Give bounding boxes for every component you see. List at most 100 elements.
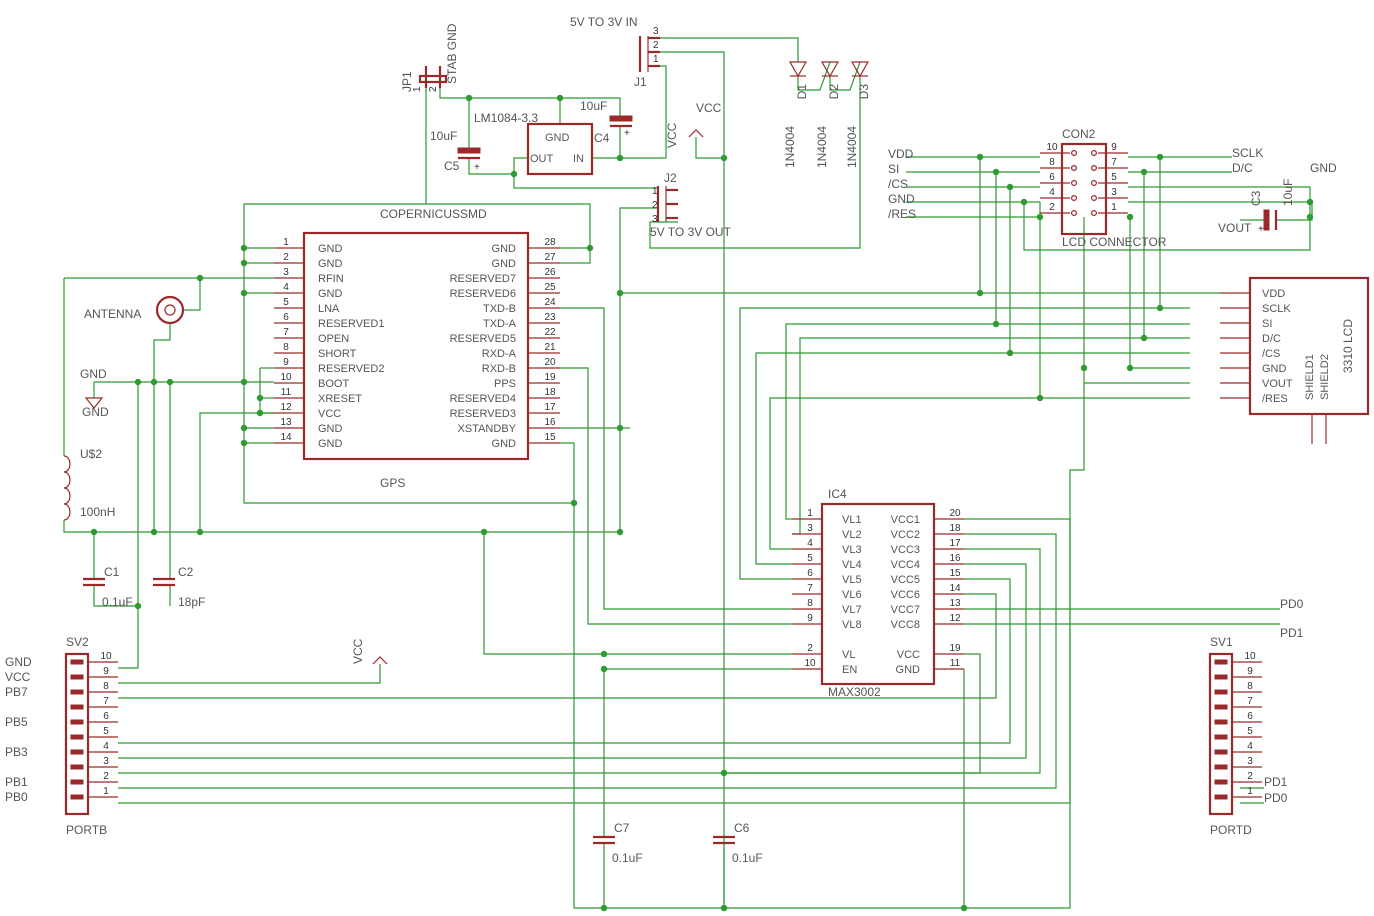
ic4-pin-name: VL6: [842, 589, 862, 601]
vcc-arrow-icon: [372, 656, 388, 665]
ic4-pin-name: GND: [896, 664, 921, 676]
ic4-pin-name: VL1: [842, 514, 862, 526]
wire: [118, 593, 997, 699]
jp1-body: [418, 74, 448, 84]
gps-pin-number: 2: [283, 252, 289, 263]
j2-pin-number: 3: [652, 214, 658, 225]
c5-name: C5: [444, 159, 460, 173]
junction-dot: [196, 274, 204, 282]
sv1-pin-number: 9: [1247, 666, 1253, 677]
c3-plate: [1263, 209, 1270, 231]
junction-dot: [976, 289, 984, 297]
gps-pin-number: 5: [283, 297, 289, 308]
diode-name: D2: [827, 84, 841, 100]
gps-pin-name: VCC: [318, 408, 341, 420]
junction-dot: [166, 378, 174, 386]
junction-dot: [240, 439, 248, 447]
regulator-gnd: GND: [545, 132, 570, 144]
sv2-pin-number: 4: [103, 741, 109, 752]
sv2-pin-contact: [70, 674, 84, 680]
jp1-label: STAB GND: [445, 23, 459, 84]
sv1-pin-number: 2: [1247, 771, 1253, 782]
inductor-name: U$2: [80, 447, 102, 461]
junction-dot: [992, 168, 1000, 176]
sv1-pin-number: 1: [1247, 786, 1253, 797]
wire: [118, 563, 1027, 759]
junction-dot: [976, 153, 984, 161]
c5-plate: [457, 147, 481, 154]
ic4-pin-number: 11: [950, 658, 961, 669]
con2-pin-contact: [1090, 180, 1097, 187]
sv2-pin-number: 1: [103, 786, 109, 797]
antenna-icon-core: [164, 304, 176, 316]
gps-pin-number: 4: [283, 282, 289, 293]
gps-pin-number: 7: [283, 327, 289, 338]
diode-value: 1N4004: [845, 126, 859, 168]
lcd-value: 3310 LCD: [1341, 319, 1355, 373]
sv1-net-pd1: PD1: [1264, 775, 1288, 789]
junction-dot: [1080, 364, 1088, 372]
ic4-pin-name: VCC1: [891, 514, 920, 526]
sv1-pin-contact: [1214, 704, 1228, 710]
c6-name: C6: [734, 821, 750, 835]
sv2-pin-contact: [70, 779, 84, 785]
wire: [183, 277, 274, 311]
c3-polarity: +: [1258, 224, 1264, 235]
wire: [739, 307, 1190, 580]
inductor-coil: [63, 455, 71, 473]
gps-pin-name: PPS: [494, 378, 516, 390]
sv2-pin-number: 2: [103, 771, 109, 782]
ic4-pin-number: 2: [807, 643, 813, 654]
ic4-pin-number: 19: [949, 643, 961, 654]
junction-dot: [240, 289, 248, 297]
gps-pin-name: BOOT: [318, 378, 349, 390]
gps-value: GPS: [380, 476, 405, 490]
ic4-pin-name: EN: [842, 664, 857, 676]
lcd-pin-name: GND: [1262, 363, 1287, 375]
sv2-net-label: VCC: [5, 670, 31, 684]
gps-pin-number: 25: [544, 282, 556, 293]
gps-pin-number: 17: [544, 402, 556, 413]
sv2-pin-contact: [70, 659, 84, 665]
con2-pin-contact: [1070, 195, 1077, 202]
c4-value: 10uF: [580, 99, 607, 113]
gps-pin-number: 27: [544, 252, 556, 263]
junction-dot: [480, 528, 488, 536]
junction-dot: [196, 528, 204, 536]
junction-dot: [134, 378, 142, 386]
con2-pin-contact: [1070, 210, 1077, 217]
wire: [755, 352, 1190, 565]
gps-pin-number: 10: [280, 372, 292, 383]
regulator-body: [526, 122, 594, 176]
inductor-value: 100nH: [80, 505, 115, 519]
junction-dot: [586, 244, 594, 252]
gps-pin-number: 9: [283, 357, 289, 368]
con2-left-net: /RES: [888, 207, 916, 221]
gps-pin-name: RESERVED2: [318, 363, 384, 375]
junction-dot: [720, 154, 728, 162]
gps-pin-number: 26: [544, 267, 556, 278]
text-labels: COPERNICUSSMDGPS1GND2GND3RFIN4GND5LNA6RE…: [5, 15, 1355, 865]
c1-value: 0.1uF: [102, 595, 133, 609]
con2-pin-number: 3: [1111, 187, 1117, 198]
junction-dot: [240, 259, 248, 267]
ic4-pin-name: VCC: [897, 649, 920, 661]
wire: [199, 412, 274, 532]
gps-pin-name: LNA: [318, 303, 340, 315]
ic4-pin-number: 17: [949, 538, 961, 549]
wire: [660, 37, 799, 62]
net-wires: [63, 37, 1313, 909]
gps-pin-name: GND: [492, 258, 517, 270]
diode-name: D1: [795, 84, 809, 100]
vcc-label: VCC: [665, 122, 679, 148]
gps-pin-name: OPEN: [318, 333, 349, 345]
sv1-pin-contact: [1214, 689, 1228, 695]
junction-dot: [720, 769, 728, 777]
junction-dot: [465, 94, 473, 102]
gps-pin-name: RESERVED1: [318, 318, 384, 330]
con2-left-net: SI: [888, 162, 899, 176]
ic4-pin-name: VL3: [842, 544, 862, 556]
c2-name: C2: [178, 565, 194, 579]
gps-pin-number: 24: [544, 297, 556, 308]
gps-pin-name: RXD-B: [482, 363, 516, 375]
